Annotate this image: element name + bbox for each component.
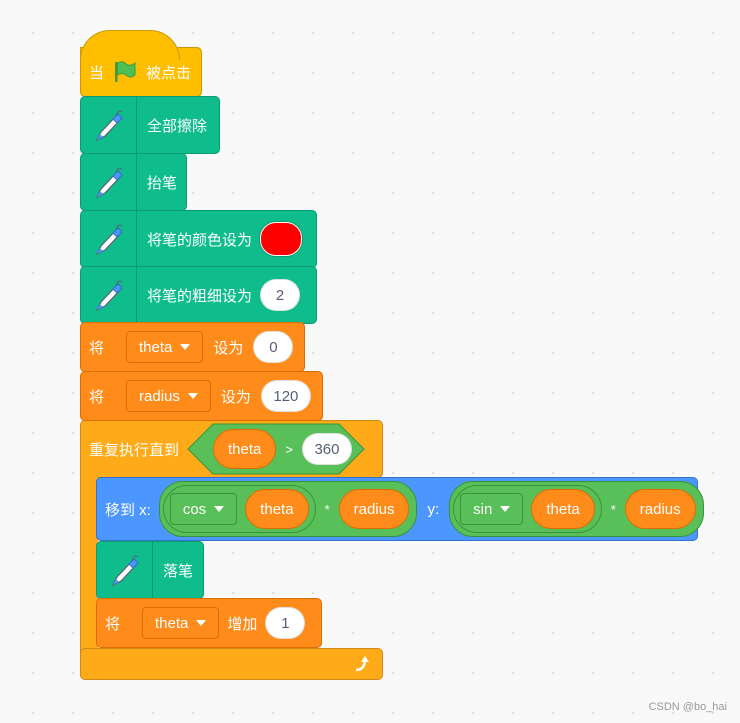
x-multiply-operator[interactable]: cos theta * radius xyxy=(158,481,418,537)
radius-value-input[interactable]: 120 xyxy=(260,380,311,412)
y-multiply-operator[interactable]: sin theta * radius xyxy=(449,481,704,537)
increment-input[interactable]: 1 xyxy=(265,607,306,639)
theta-reporter[interactable]: theta xyxy=(245,489,309,529)
set-theta-block[interactable]: 将 theta 设为 0 xyxy=(80,322,305,372)
watermark: CSDN @bo_hai xyxy=(648,701,727,713)
erase-all-block[interactable]: 全部擦除 xyxy=(80,96,220,154)
dropdown-arrow-icon xyxy=(500,506,511,512)
pen-icon xyxy=(89,275,129,315)
change-theta-action: 增加 xyxy=(227,615,258,633)
y-label: y: xyxy=(427,500,440,518)
theta-variable-dropdown[interactable]: theta xyxy=(142,607,220,639)
multiply-sign: * xyxy=(610,501,616,517)
repeat-until-block[interactable]: 重复执行直到 theta > 360 xyxy=(80,420,383,680)
set-pen-size-block[interactable]: 将笔的粗细设为 2 xyxy=(80,266,317,324)
set-theta-prefix: 将 xyxy=(89,339,105,357)
radius-variable-dropdown[interactable]: radius xyxy=(126,380,211,412)
theta-variable-dropdown[interactable]: theta xyxy=(126,331,204,363)
pen-up-block[interactable]: 抬笔 xyxy=(80,153,187,211)
cos-function[interactable]: cos theta xyxy=(162,485,316,533)
pen-icon xyxy=(89,105,129,145)
set-pen-color-block[interactable]: 将笔的颜色设为 xyxy=(80,210,317,268)
change-theta-block[interactable]: 将 theta 增加 1 xyxy=(96,598,322,648)
set-radius-block[interactable]: 将 radius 设为 120 xyxy=(80,371,323,421)
green-flag-icon xyxy=(115,61,136,82)
loop-arrow-icon xyxy=(355,656,369,672)
sin-dropdown[interactable]: sin xyxy=(460,493,524,525)
dropdown-arrow-icon xyxy=(214,506,225,512)
repeat-until-label: 重复执行直到 xyxy=(89,441,180,459)
set-radius-action: 设为 xyxy=(220,388,251,406)
set-pen-size-label: 将笔的粗细设为 xyxy=(147,287,253,305)
go-to-xy-block[interactable]: 移到 x: cos theta * radius y: sin theta * … xyxy=(96,477,704,541)
erase-all-label: 全部擦除 xyxy=(147,117,208,135)
when-flag-clicked-block[interactable]: 当 被点击 xyxy=(80,30,202,97)
change-theta-prefix: 将 xyxy=(105,615,121,633)
set-theta-action: 设为 xyxy=(213,339,244,357)
theta-reporter[interactable]: theta xyxy=(531,489,595,529)
repeat-until-header: 重复执行直到 theta > 360 xyxy=(80,420,383,478)
radius-reporter[interactable]: radius xyxy=(338,489,410,529)
repeat-until-footer xyxy=(80,648,383,680)
pen-down-block[interactable]: 落笔 xyxy=(96,541,204,599)
theta-value-input[interactable]: 0 xyxy=(253,331,294,363)
cos-dropdown[interactable]: cos xyxy=(169,493,238,525)
condition-hexagon[interactable]: theta > 360 xyxy=(187,423,365,475)
set-radius-prefix: 将 xyxy=(89,388,105,406)
pen-color-swatch[interactable] xyxy=(260,222,303,256)
dropdown-arrow-icon xyxy=(180,344,191,350)
multiply-sign: * xyxy=(324,501,330,517)
hat-suffix: 被点击 xyxy=(146,64,192,82)
theta-reporter[interactable]: theta xyxy=(213,429,277,469)
dropdown-arrow-icon xyxy=(196,620,207,626)
pen-size-input[interactable]: 2 xyxy=(260,279,301,311)
hat-prefix: 当 xyxy=(89,64,105,82)
dropdown-arrow-icon xyxy=(187,393,198,399)
sin-function[interactable]: sin theta xyxy=(453,485,602,533)
limit-input[interactable]: 360 xyxy=(301,433,352,465)
greater-than-operator: > xyxy=(285,441,293,457)
pen-icon xyxy=(89,162,129,202)
pen-up-label: 抬笔 xyxy=(147,174,178,192)
pen-down-label: 落笔 xyxy=(163,562,194,580)
go-to-label: 移到 x: xyxy=(105,501,151,519)
pen-icon xyxy=(105,550,145,590)
pen-icon xyxy=(89,219,129,259)
radius-reporter[interactable]: radius xyxy=(624,489,696,529)
set-pen-color-label: 将笔的颜色设为 xyxy=(147,231,253,249)
